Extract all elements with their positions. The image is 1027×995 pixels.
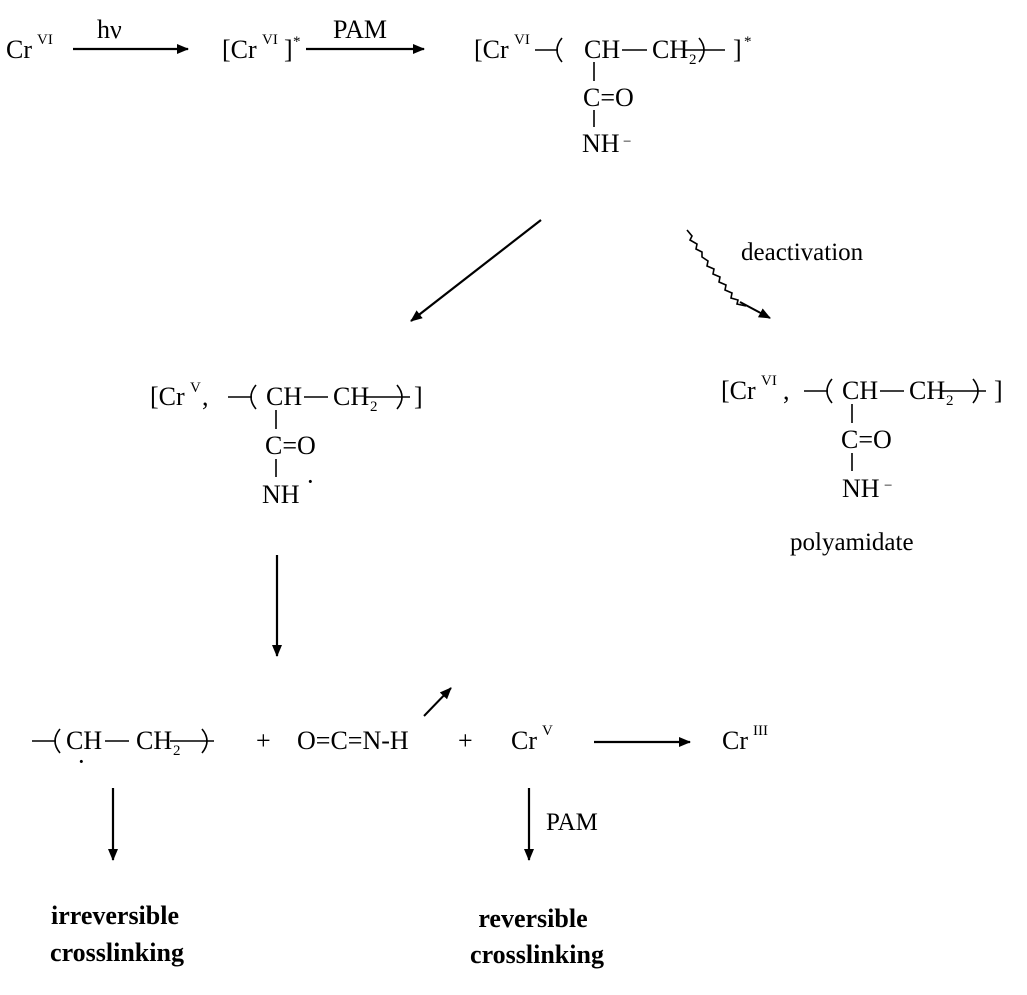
excited-complex-ch: CH xyxy=(584,35,620,64)
excited-cr6-bracket: ] xyxy=(284,35,293,64)
radical-paren-left xyxy=(250,384,257,410)
excited-cr6-prefix: [Cr xyxy=(222,35,257,64)
cr6-symbol: Cr xyxy=(6,35,32,64)
hv-label: hν xyxy=(97,15,122,44)
polyamidate-sub2: 2 xyxy=(946,393,954,409)
excited-star: * xyxy=(293,34,301,50)
pam-label-top: PAM xyxy=(333,15,387,44)
cr5-product: Cr V xyxy=(511,723,553,755)
cr3-symbol: Cr xyxy=(722,726,748,755)
polyamidate-prefix: [Cr xyxy=(721,376,756,405)
plus-sign-2: + xyxy=(458,726,473,755)
excited-cr6: [Cr VI ] * xyxy=(222,32,301,64)
polyamidate-comma: , xyxy=(783,376,790,405)
radical-complex: [Cr V , CH CH 2 ] C=O NH · xyxy=(150,380,423,509)
polyamidate-ch: CH xyxy=(842,376,878,405)
radical-complex-comma: , xyxy=(202,382,209,411)
excited-complex-ch2: CH xyxy=(652,35,688,64)
deactivation-wavy-arrow xyxy=(686,229,747,307)
radical-dot: · xyxy=(306,467,315,496)
excited-complex-amide: NH xyxy=(582,129,620,158)
excited-complex: [Cr VI CH CH 2 ] * C=O NH − xyxy=(474,32,752,158)
gas-release-arrow xyxy=(423,687,452,717)
excited-complex-star: * xyxy=(744,34,752,50)
cr6-oxidation-state: VI xyxy=(37,32,53,48)
polyamidate-amide: NH xyxy=(842,474,880,503)
carbon-radical-dot: · xyxy=(77,747,86,776)
excited-complex-oxidation-state: VI xyxy=(514,32,530,48)
products-paren-left xyxy=(54,728,61,754)
deactivation-label: deactivation xyxy=(741,239,864,266)
irreversible-label: irreversible xyxy=(51,901,179,930)
pam-label-bottom: PAM xyxy=(546,809,598,836)
excited-cr6-oxidation-state: VI xyxy=(262,32,278,48)
polyamidate-paren-left xyxy=(826,378,833,404)
repeat-paren-left xyxy=(556,37,563,63)
deactivation-arrowhead xyxy=(739,301,771,319)
products-ch: CH xyxy=(66,726,102,755)
polyamidate-bracket: ] xyxy=(994,376,1003,405)
polymer-radical: CH CH 2 · xyxy=(32,726,214,776)
cr3-product: Cr III xyxy=(722,723,768,755)
isocyanate-product: O=C=N-H xyxy=(297,726,409,755)
radical-complex-amide: NH xyxy=(262,480,300,509)
radical-complex-prefix: [Cr xyxy=(150,382,185,411)
polyamidate-oxidation-state: VI xyxy=(761,373,777,389)
irreversible-crosslinking-label: crosslinking xyxy=(50,938,184,967)
products-ch2: CH xyxy=(136,726,172,755)
radical-complex-carbonyl: C=O xyxy=(265,431,316,460)
polyamidate-ch2: CH xyxy=(909,376,945,405)
plus-sign-1: + xyxy=(256,726,271,755)
radical-complex-ch: CH xyxy=(266,382,302,411)
polyamidate-carbonyl: C=O xyxy=(841,425,892,454)
excited-complex-carbonyl: C=O xyxy=(583,83,634,112)
products-sub2: 2 xyxy=(173,743,181,759)
excited-complex-charge: − xyxy=(623,134,631,150)
radical-complex-ch2: CH xyxy=(333,382,369,411)
cr5-symbol: Cr xyxy=(511,726,537,755)
polyamidate-complex: [Cr VI , CH CH 2 ] C=O NH − polyamidate xyxy=(721,373,1003,556)
excited-complex-sub2: 2 xyxy=(689,52,697,68)
cr6-reactant: Cr VI xyxy=(6,32,53,64)
reversible-label: reversible xyxy=(478,904,587,933)
electron-transfer-arrow xyxy=(410,219,542,322)
polyamidate-charge: − xyxy=(884,478,892,494)
radical-complex-oxidation-state: V xyxy=(190,380,201,396)
cr5-oxidation-state: V xyxy=(542,723,553,739)
cr3-oxidation-state: III xyxy=(753,723,768,739)
excited-complex-prefix: [Cr xyxy=(474,35,509,64)
reversible-crosslinking-label: crosslinking xyxy=(470,940,604,969)
radical-complex-bracket: ] xyxy=(414,382,423,411)
radical-complex-sub2: 2 xyxy=(370,399,378,415)
polyamidate-caption: polyamidate xyxy=(790,529,914,556)
excited-complex-bracket: ] xyxy=(733,35,742,64)
